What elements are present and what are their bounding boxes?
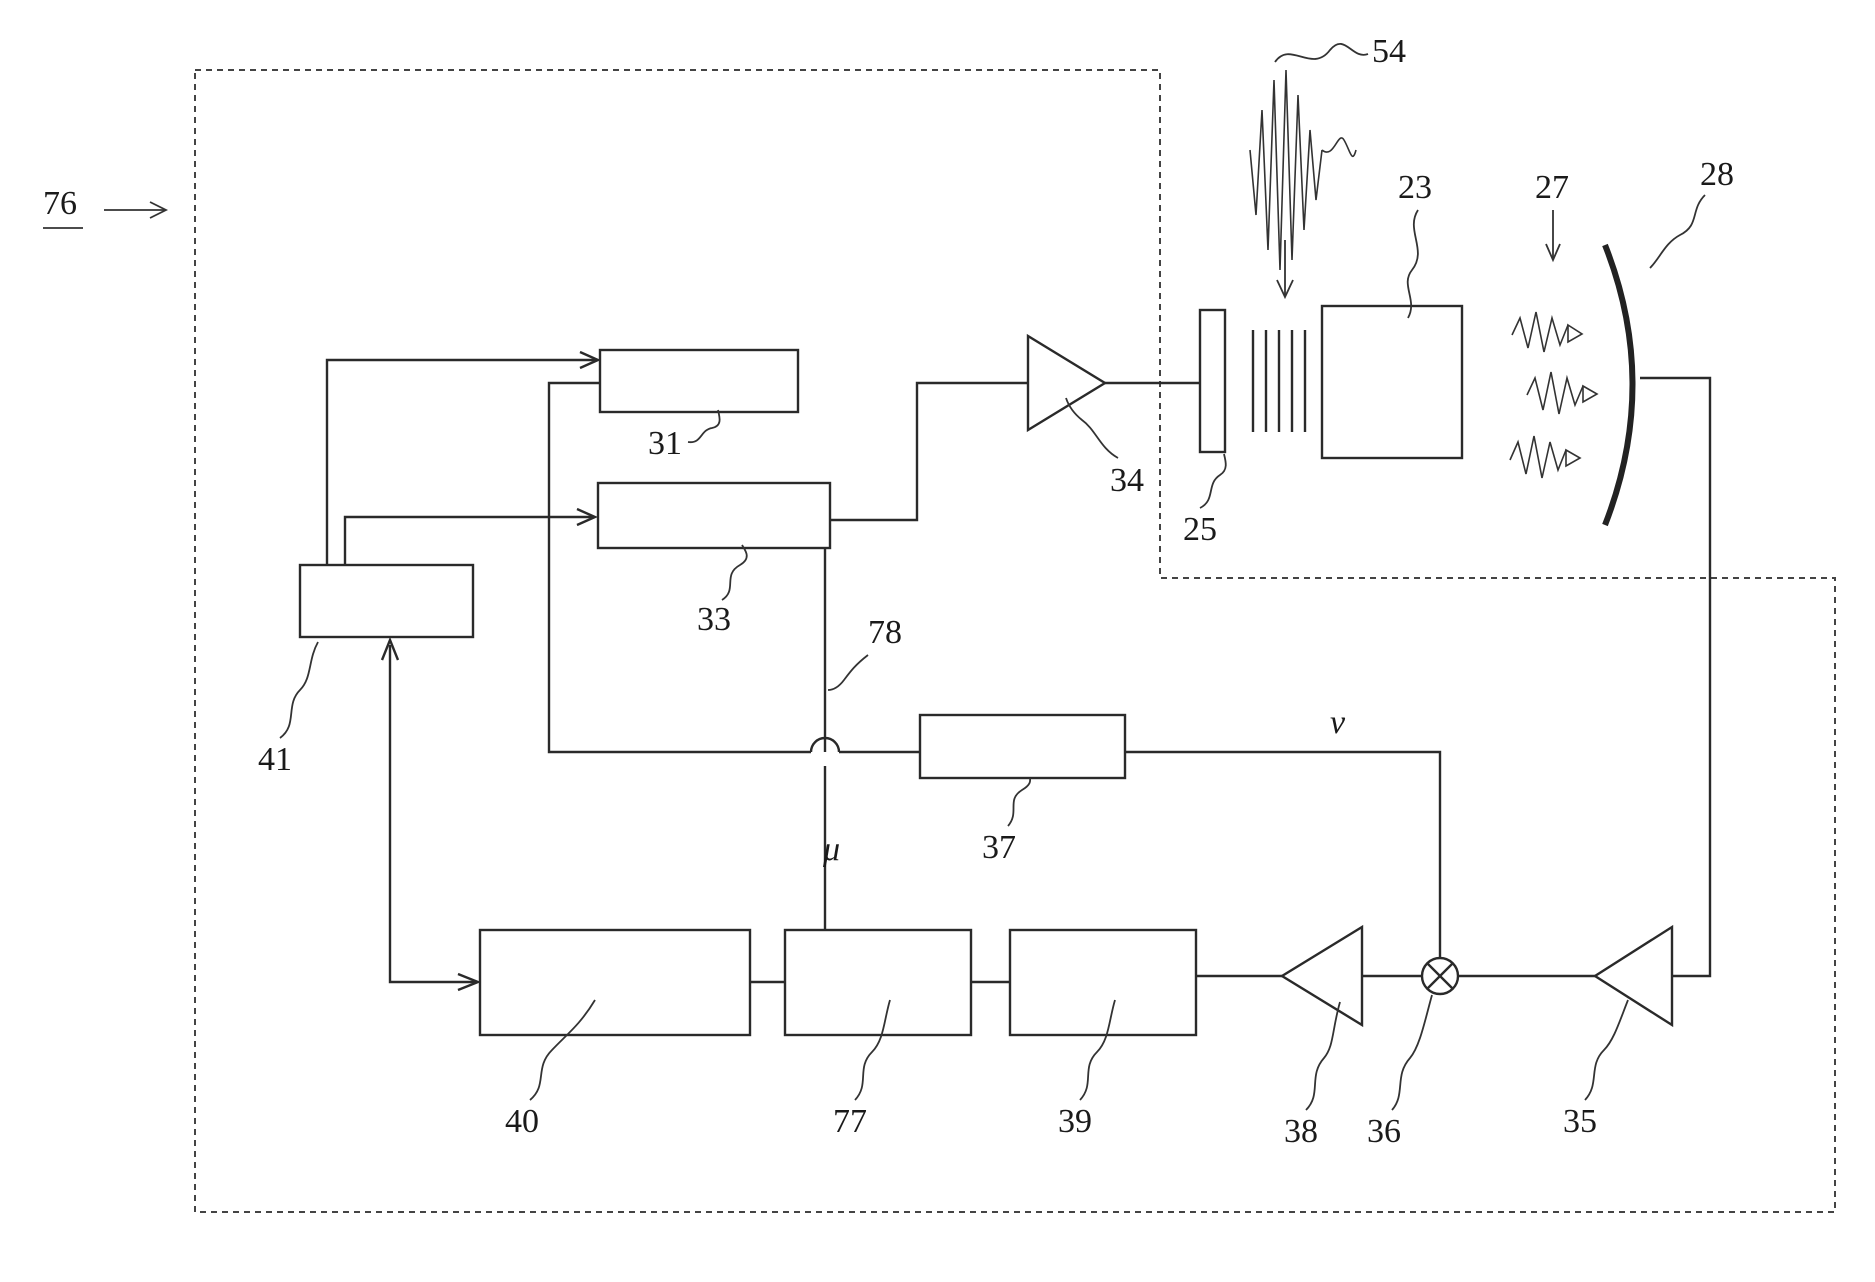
amplifier-34 (1028, 336, 1105, 430)
label-76: 76 (43, 185, 77, 222)
label-25: 25 (1183, 511, 1217, 548)
reflected-wave-icon (1512, 312, 1582, 352)
label-35: 35 (1563, 1103, 1597, 1140)
pointer-31 (688, 410, 720, 442)
line-37-to-mixer (1125, 752, 1440, 958)
label-27: 27 (1535, 169, 1569, 206)
label-54: 54 (1372, 33, 1406, 70)
label-40: 40 (505, 1103, 539, 1140)
pointer-36 (1392, 995, 1432, 1110)
block-31 (600, 350, 798, 412)
reflected-wave-icon (1527, 372, 1597, 414)
pointer-38 (1306, 1002, 1340, 1110)
label-31: 31 (648, 425, 682, 462)
pointer-78 (828, 655, 868, 690)
block-77 (785, 930, 971, 1035)
amplifier-35 (1595, 927, 1672, 1025)
pointer-37 (1008, 778, 1030, 826)
symbol-nu: ν (1330, 704, 1346, 741)
arrow-27-icon (1546, 210, 1560, 260)
symbol-mu: μ (822, 831, 840, 868)
label-28: 28 (1700, 156, 1734, 193)
label-33: 33 (697, 601, 731, 638)
label-36: 36 (1367, 1113, 1401, 1150)
line-41-to-33 (345, 517, 594, 565)
pointer-34 (1066, 398, 1118, 458)
block-37 (920, 715, 1125, 778)
line-33-to-34 (830, 383, 1028, 520)
label-39: 39 (1058, 1103, 1092, 1140)
pointer-23 (1408, 210, 1418, 318)
label-78: 78 (868, 614, 902, 651)
reflected-wave-icon (1510, 436, 1580, 478)
reflector-28 (1605, 245, 1633, 525)
label-37: 37 (982, 829, 1016, 866)
pointer-41 (280, 642, 318, 738)
pointer-28 (1650, 195, 1705, 268)
pointer-54 (1275, 44, 1368, 62)
arrow-76-icon (104, 202, 166, 218)
line-35-to-28 (1640, 378, 1710, 976)
pointer-33 (722, 545, 747, 600)
enclosure-76-dashed-outline (195, 70, 1835, 1212)
line-41-to-40 (390, 645, 476, 982)
wave-tail-54 (1322, 138, 1356, 156)
wave-packet-54-icon (1250, 70, 1322, 270)
amplifier-38 (1282, 927, 1362, 1025)
label-77: 77 (833, 1103, 867, 1140)
pointer-25 (1200, 454, 1226, 508)
block-41 (300, 565, 473, 637)
pointer-35 (1585, 1000, 1628, 1100)
mixer-36-icon (1422, 958, 1458, 994)
plate-stack (1253, 330, 1305, 432)
block-39 (1010, 930, 1196, 1035)
label-38: 38 (1284, 1113, 1318, 1150)
block-40 (480, 930, 750, 1035)
block-33 (598, 483, 830, 548)
element-25 (1200, 310, 1225, 452)
block-23 (1322, 306, 1462, 458)
label-41: 41 (258, 741, 292, 778)
line-41-to-31 (327, 360, 596, 565)
label-23: 23 (1398, 169, 1432, 206)
label-34: 34 (1110, 462, 1144, 499)
